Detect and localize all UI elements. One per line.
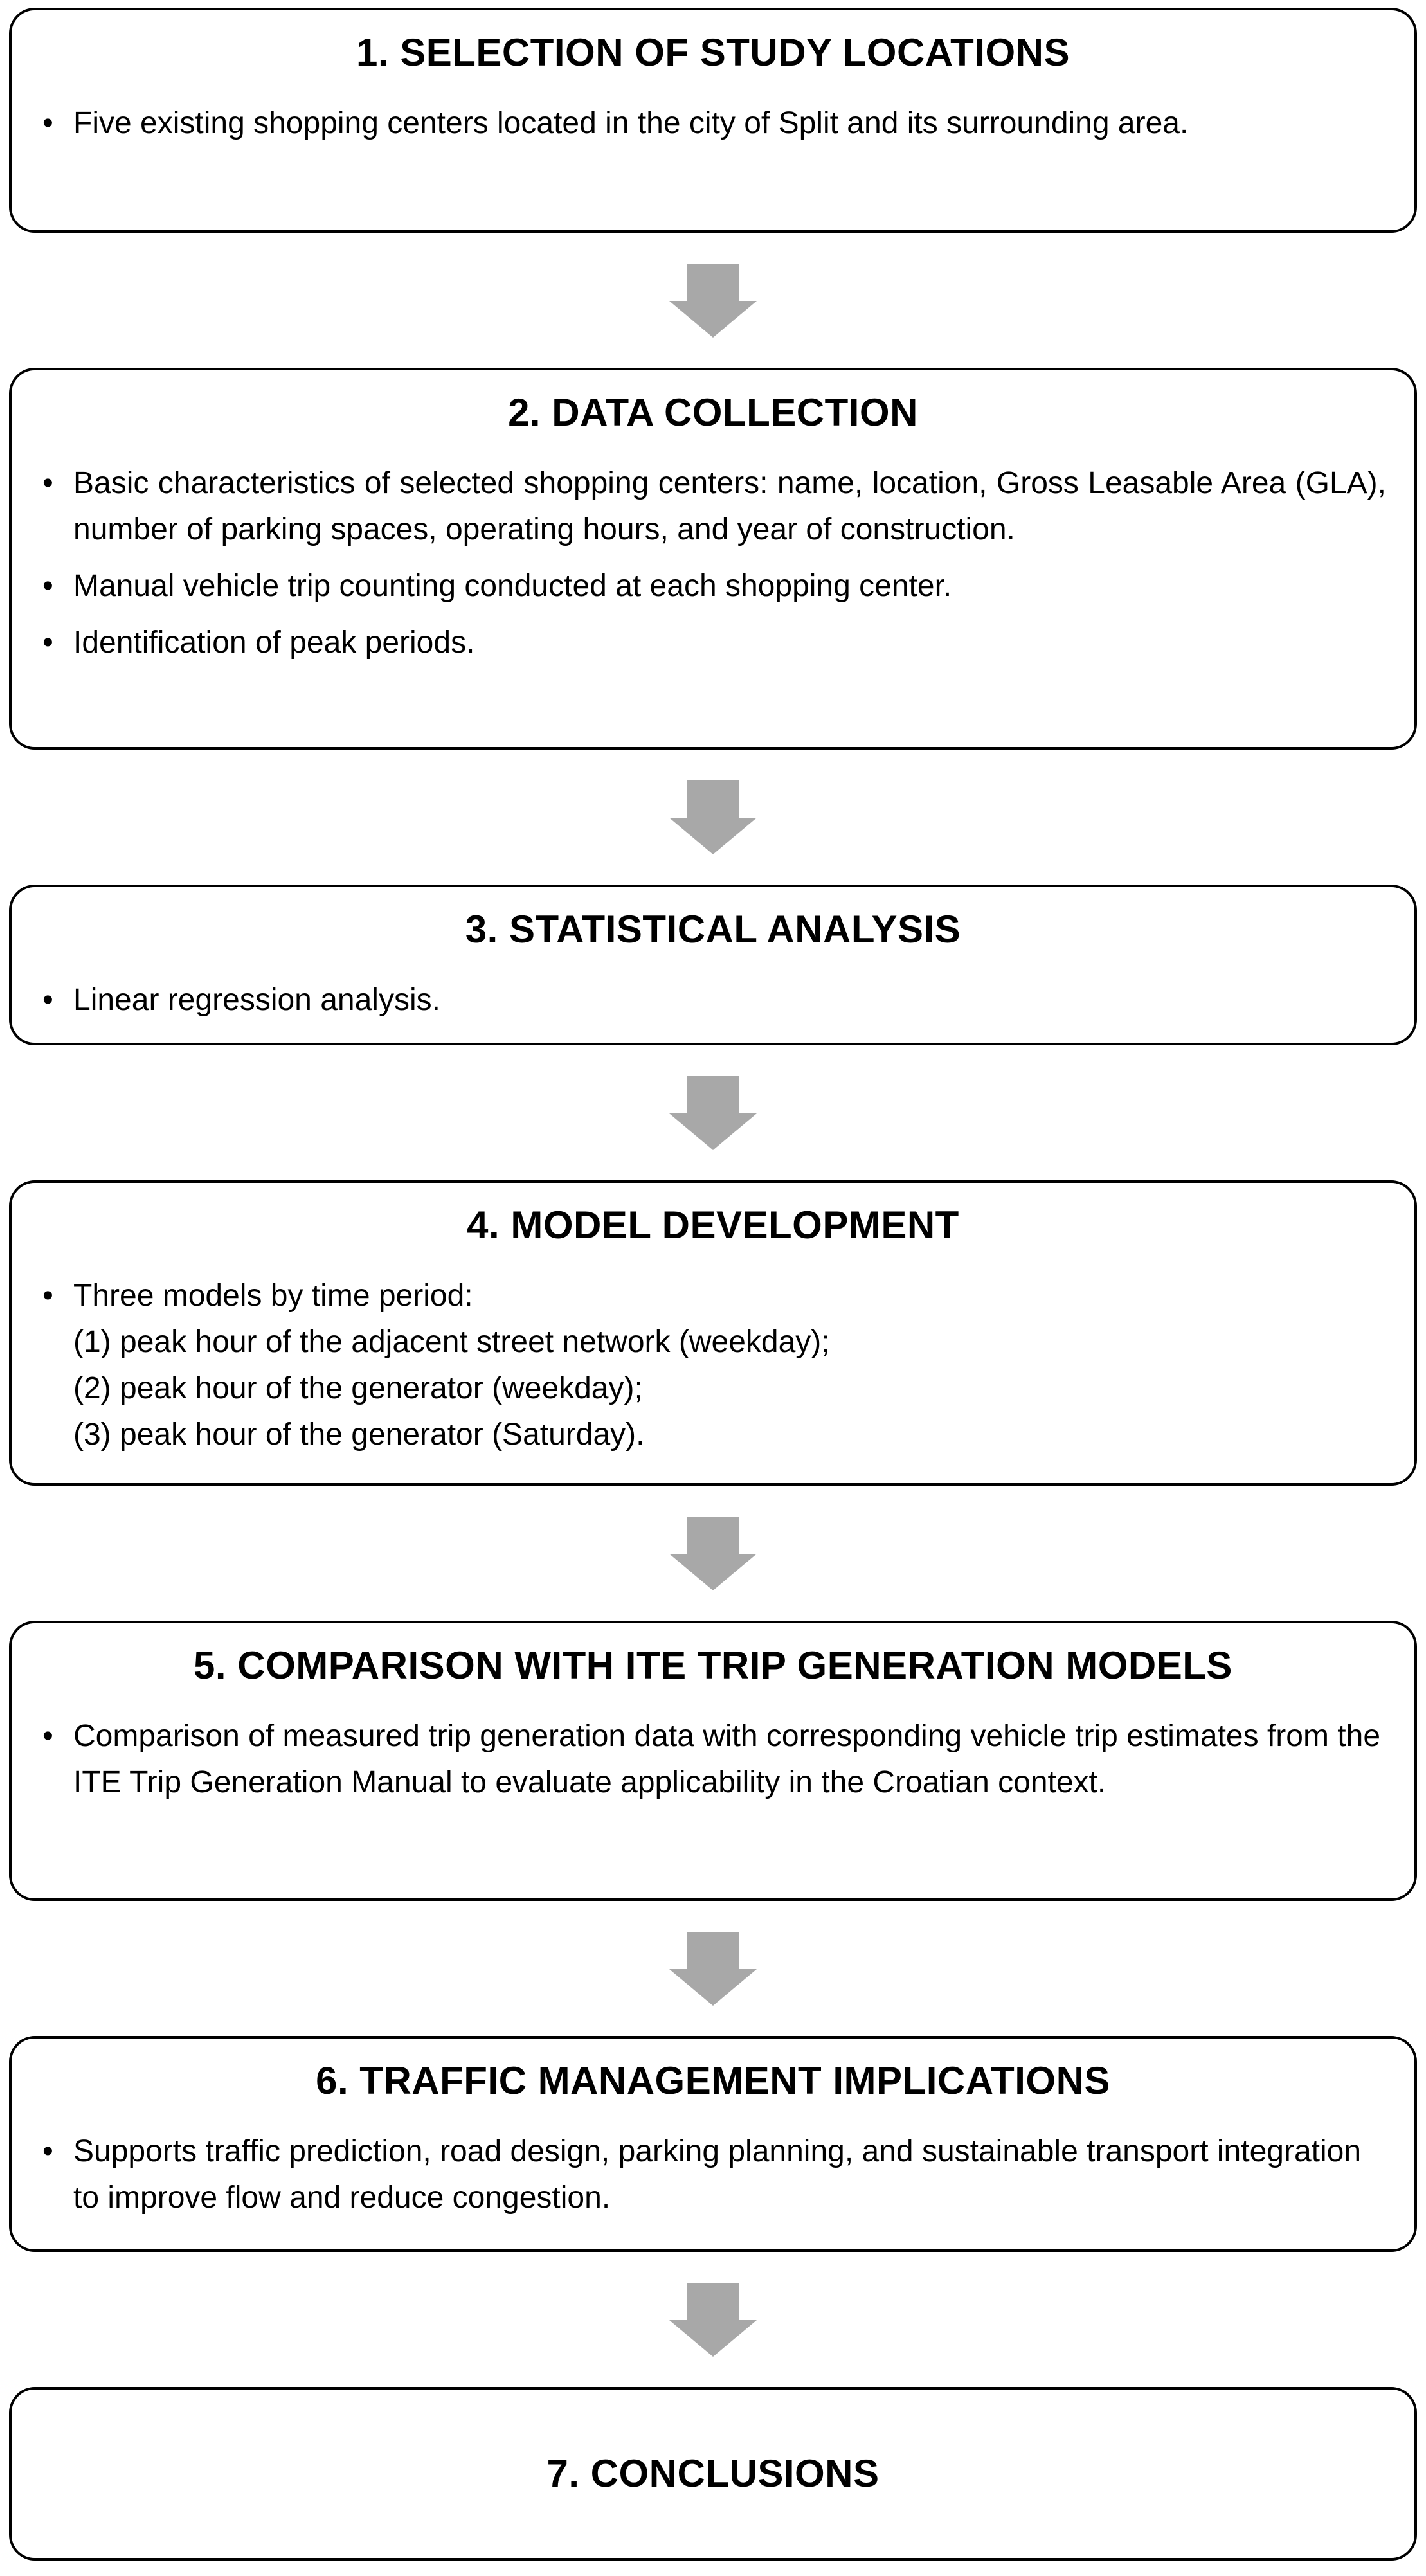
- step-bullet-list: • Supports traffic prediction, road desi…: [40, 2129, 1386, 2221]
- step-box-4: 4. MODEL DEVELOPMENT • Three models by t…: [9, 1180, 1417, 1486]
- bullet-item: • Linear regression analysis.: [40, 977, 1386, 1023]
- step-box-6: 6. TRAFFIC MANAGEMENT IMPLICATIONS • Sup…: [9, 2036, 1417, 2252]
- bullet-marker: •: [42, 626, 53, 660]
- bullet-item: • Three models by time period:: [40, 1273, 1386, 1319]
- bullet-item: • Identification of peak periods.: [40, 620, 1386, 666]
- step-box-2: 2. DATA COLLECTION • Basic characteristi…: [9, 368, 1417, 750]
- flow-connector: [0, 1045, 1426, 1180]
- bullet-item: • Basic characteristics of selected shop…: [40, 460, 1386, 553]
- step-title: 3. STATISTICAL ANALYSIS: [465, 908, 961, 951]
- step-title: 7. CONCLUSIONS: [546, 2452, 880, 2495]
- step-title: 5. COMPARISON WITH ITE TRIP GENERATION M…: [194, 1644, 1232, 1687]
- step-bullet-list: • Three models by time period: (1) peak …: [40, 1273, 1386, 1458]
- step-box-1: 1. SELECTION OF STUDY LOCATIONS • Five e…: [9, 8, 1417, 233]
- flow-connector: [0, 1486, 1426, 1621]
- flow-connector: [0, 2252, 1426, 2387]
- bullet-item: • Supports traffic prediction, road desi…: [40, 2129, 1386, 2221]
- down-arrow-icon: [669, 780, 757, 854]
- bullet-item: • Manual vehicle trip counting conducted…: [40, 563, 1386, 609]
- bullet-text: Linear regression analysis.: [73, 983, 440, 1017]
- bullet-item: • Five existing shopping centers located…: [40, 100, 1386, 147]
- step-box-7: 7. CONCLUSIONS: [9, 2387, 1417, 2561]
- bullet-marker: •: [42, 983, 53, 1017]
- sub-item: (2) peak hour of the generator (weekday)…: [73, 1371, 643, 1405]
- bullet-marker: •: [42, 1279, 53, 1313]
- step-title: 2. DATA COLLECTION: [508, 391, 918, 434]
- step-title: 4. MODEL DEVELOPMENT: [467, 1203, 959, 1247]
- bullet-item: • Comparison of measured trip generation…: [40, 1713, 1386, 1806]
- step-bullet-list: • Five existing shopping centers located…: [40, 100, 1386, 147]
- step-title: 6. TRAFFIC MANAGEMENT IMPLICATIONS: [316, 2059, 1110, 2102]
- flow-connector: [0, 233, 1426, 368]
- down-arrow-icon: [669, 2282, 757, 2357]
- bullet-text: Comparison of measured trip generation d…: [73, 1719, 1381, 1799]
- bullet-text: Manual vehicle trip counting conducted a…: [73, 569, 952, 603]
- down-arrow-icon: [669, 263, 757, 338]
- bullet-text: Supports traffic prediction, road design…: [73, 2134, 1362, 2215]
- down-arrow-icon: [669, 1931, 757, 2006]
- down-arrow-icon: [669, 1076, 757, 1150]
- bullet-marker: •: [42, 466, 53, 500]
- bullet-marker: •: [42, 569, 53, 603]
- step-bullet-list: • Linear regression analysis.: [40, 977, 1386, 1023]
- step-title: 1. SELECTION OF STUDY LOCATIONS: [356, 31, 1070, 74]
- bullet-text: Identification of peak periods.: [73, 626, 475, 660]
- sub-item: (1) peak hour of the adjacent street net…: [73, 1325, 830, 1359]
- step-bullet-list: • Comparison of measured trip generation…: [40, 1713, 1386, 1806]
- bullet-text: Basic characteristics of selected shoppi…: [73, 466, 1386, 546]
- sub-item: (3) peak hour of the generator (Saturday…: [73, 1418, 645, 1452]
- bullet-text: Three models by time period:: [73, 1279, 473, 1313]
- flow-connector: [0, 1901, 1426, 2036]
- bullet-marker: •: [42, 2134, 53, 2168]
- bullet-marker: •: [42, 1719, 53, 1753]
- flow-connector: [0, 750, 1426, 885]
- step-box-3: 3. STATISTICAL ANALYSIS • Linear regress…: [9, 885, 1417, 1045]
- bullet-text: Five existing shopping centers located i…: [73, 106, 1189, 140]
- step-bullet-list: • Basic characteristics of selected shop…: [40, 460, 1386, 666]
- down-arrow-icon: [669, 1516, 757, 1590]
- bullet-marker: •: [42, 106, 53, 140]
- step-box-5: 5. COMPARISON WITH ITE TRIP GENERATION M…: [9, 1621, 1417, 1901]
